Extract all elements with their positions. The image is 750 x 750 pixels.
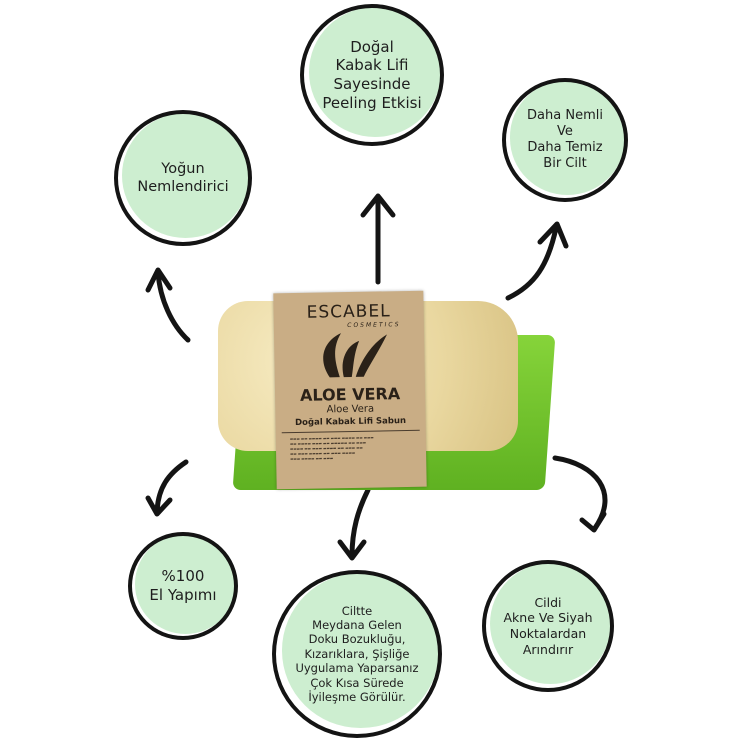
feature-moist: Daha Nemli Ve Daha Temiz Bir Cilt [502, 78, 628, 202]
feature-handmade: %100 El Yapımı [128, 532, 238, 640]
brand-logo: ESCABEL [306, 301, 391, 323]
feature-peeling: Doğal Kabak Lifi Sayesinde Peeling Etkis… [300, 4, 444, 146]
product-subtitle: Aloe Vera [326, 403, 375, 416]
arrow-up-right [505, 221, 569, 301]
arrow-down [337, 487, 371, 561]
aloe-leaf-icon [323, 333, 388, 378]
feature-intense: Yoğun Nemlendirici [114, 110, 252, 246]
feature-healing: Ciltte Meydana Gelen Doku Bozukluğu, Kız… [272, 570, 442, 738]
product-title: ALOE VERA [299, 384, 401, 405]
arrow-up-left [145, 267, 191, 343]
feature-acne: Cildi Akne Ve Siyah Noktalardan Arındırı… [482, 560, 614, 692]
arrow-down-left [145, 459, 189, 517]
arrow-up [360, 193, 396, 285]
product-name: Doğal Kabak Lifi Sabun [294, 416, 407, 428]
arrow-down-right [552, 455, 608, 533]
product-label: ESCABEL COSMETICS ALOE VERA Aloe Vera Do… [273, 290, 427, 490]
fine-print: ▬▬▬ ▬▬ ▬▬▬▬ ▬▬ ▬▬▬ ▬▬▬▬ ▬▬ ▬▬▬▬▬ ▬▬▬▬ ▬▬… [281, 429, 421, 467]
